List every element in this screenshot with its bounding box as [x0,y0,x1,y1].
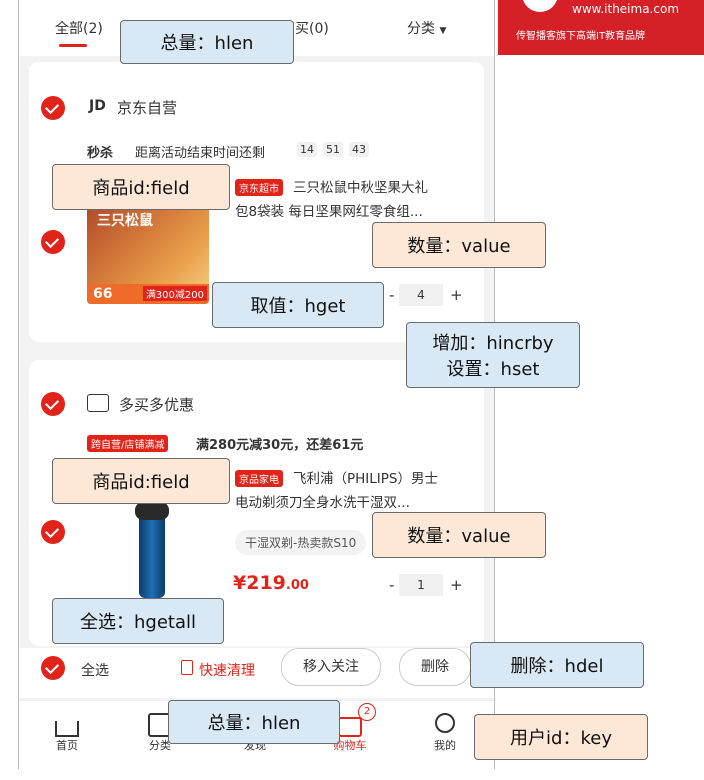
home-icon [55,721,79,737]
price-decimal: .00 [285,578,309,593]
callout-total-hlen-bottom: 总量：hlen [168,700,340,744]
quantity-plus-button[interactable]: + [450,286,463,304]
shaver-head [135,502,169,520]
countdown-seconds: 43 [349,142,369,157]
countdown-minutes: 51 [323,142,343,157]
brand-logo-icon [522,0,558,12]
shop-name[interactable]: 多买多优惠 [119,396,195,414]
cart-icon [338,717,362,737]
product-image-shaver[interactable] [121,502,181,598]
callout-field-2: 商品id:field [52,458,230,504]
nav-label-cart: 购物车 [333,739,367,752]
move-to-follow-button[interactable]: 移入关注 [281,648,381,686]
shop-check-icon[interactable] [41,96,65,120]
callout-hincrby-line: 增加：hincrby [432,333,554,354]
tab-category[interactable]: 分类 ▼ [407,18,446,38]
product-tag: 京东超市 [235,179,283,196]
trash-icon [181,660,193,675]
brand-slogan: 传智播客旗下高端IT教育品牌 [516,31,646,42]
tab-active-indicator [59,44,87,47]
product-price: ¥219.00 [233,572,309,594]
brand-url: www.itheima.com [572,2,680,16]
cart-action-bar: 全选 快速清理 移入关注 删除 [19,648,494,698]
callout-hdel: 删除：hdel [470,642,644,688]
product-image-badge: 66 [93,286,113,302]
countdown-hours: 14 [297,142,317,157]
quick-clean-button[interactable]: 快速清理 [199,663,255,679]
product-tag: 京品家电 [235,470,283,487]
product-image-promo: 满300减200 [142,286,207,301]
jd-logo-icon: JD [89,98,106,114]
nav-item-cart[interactable]: 2 购物车 [320,703,380,753]
flash-sale-label: 秒杀 [87,146,114,161]
select-all-check-icon[interactable] [41,656,65,680]
cart-count-badge: 2 [358,703,376,721]
nav-label-home: 首页 [56,739,78,752]
chevron-down-icon: ▼ [439,26,447,36]
price-main: ¥219 [233,572,286,594]
shop-name[interactable]: 京东自营 [117,99,178,117]
callout-total-hlen-top: 总量：hlen [120,20,294,64]
callout-value-2: 数量：value [372,512,546,558]
item-check-icon[interactable] [41,230,65,254]
callout-hget: 取值：hget [212,282,384,328]
flash-sale-text: 距离活动结束时间还剩 [135,146,266,161]
quantity-plus-button[interactable]: + [450,576,463,594]
nav-item-home[interactable]: 首页 [37,709,97,753]
callout-user-key: 用户id：key [474,714,648,760]
select-all-label[interactable]: 全选 [81,663,109,679]
quantity-value[interactable]: 1 [399,574,443,596]
product-title-line1[interactable]: 三只松鼠中秋坚果大礼 [293,180,428,196]
callout-hset-line: 设置：hset [446,359,540,380]
shop-check-icon[interactable] [41,392,65,416]
product-image-nuts[interactable]: 三只松鼠 66 满300减200 [87,204,209,304]
coupon-icon [87,394,109,412]
promo-tag: 跨自营/店铺满减 [87,435,169,452]
nav-label-category: 分类 [149,739,171,752]
tab-category-label: 分类 [407,21,435,37]
quantity-minus-button[interactable]: - [389,576,395,594]
callout-value-1: 数量：value [372,222,546,268]
callout-hincrby-hset: 增加：hincrby 设置：hset [406,322,580,388]
quantity-value[interactable]: 4 [399,284,443,306]
callout-hgetall: 全选：hgetall [52,598,224,644]
user-icon [435,713,455,733]
promo-text[interactable]: 满280元减30元，还差61元 [196,438,364,453]
item-check-icon[interactable] [41,520,65,544]
quantity-minus-button[interactable]: - [389,286,395,304]
nav-label-mine: 我的 [434,739,456,752]
itheima-brand-banner: www.itheima.com 传智播客旗下高端IT教育品牌 [498,0,704,55]
nav-item-mine[interactable]: 我的 [415,709,475,753]
product-title-line2[interactable]: 电动剃须刀全身水洗干湿双... [235,495,410,511]
delete-button[interactable]: 删除 [399,648,471,686]
tab-all[interactable]: 全部(2) [55,21,103,37]
product-title-line1[interactable]: 飞利浦（PHILIPS）男士 [293,471,438,487]
callout-field-1: 商品id:field [52,164,230,210]
product-spec-selector[interactable]: 干湿双剃-热卖款S10 [235,530,367,555]
product-image-text: 三只松鼠 [97,213,153,229]
product-title-line2[interactable]: 包8袋装 每日坚果网红零食组... [235,204,423,220]
